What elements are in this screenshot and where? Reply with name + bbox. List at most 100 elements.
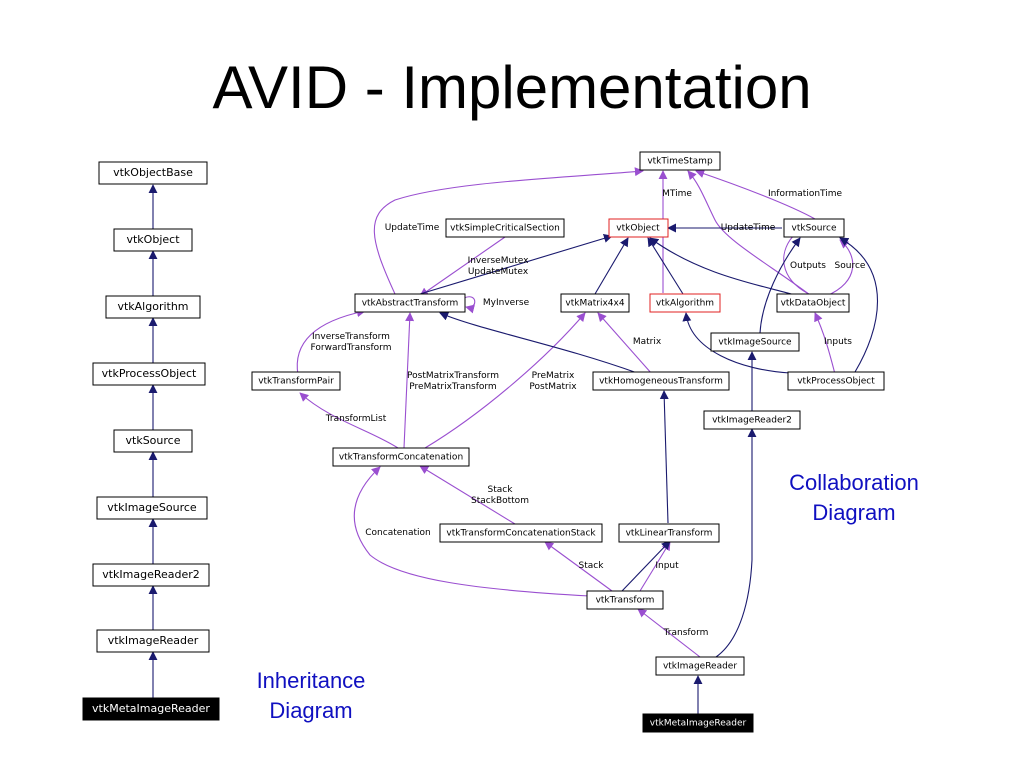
inh-node-label: vtkProcessObject — [102, 367, 197, 380]
node-label: vtkObject — [616, 224, 660, 234]
label-stack: Stack — [488, 485, 514, 495]
label-matrix: Matrix — [633, 337, 662, 347]
node-vtkDataObject: vtkDataObject — [776, 293, 850, 313]
slide-title: AVID - Implementation — [212, 54, 812, 121]
node-label: vtkSource — [792, 224, 837, 234]
collaboration-diagram: MTime InformationTime UpdateTime UpdateT… — [251, 151, 885, 733]
label-mtime: MTime — [662, 189, 692, 199]
node-vtkSource: vtkSource — [783, 218, 845, 238]
node-vtkTimeStamp: vtkTimeStamp — [639, 151, 721, 171]
label-transformlist: TransformList — [325, 414, 387, 424]
node-vtkMatrix4x4: vtkMatrix4x4 — [560, 293, 630, 313]
edge-transform-linear — [621, 540, 671, 592]
node-label: vtkTimeStamp — [647, 157, 713, 167]
inh-node-label: vtkImageReader — [108, 634, 199, 647]
edge-labels: MTime InformationTime UpdateTime UpdateT… — [311, 189, 866, 638]
edge-abstracttransform-object — [419, 234, 613, 295]
edge-concatenation — [353, 466, 591, 597]
node-vtkTransformConcatenation: vtkTransformConcatenation — [332, 447, 470, 467]
label-source: Source — [835, 261, 866, 271]
inheritance-edges-collab — [419, 223, 879, 714]
edge-processobject-algorithm — [682, 312, 791, 374]
edge-homogeneous-abstract — [439, 312, 641, 375]
inheritance-caption-line1: Inheritance — [256, 668, 366, 693]
inh-node-vtkSource: vtkSource — [113, 429, 193, 453]
node-vtkAlgorithm: vtkAlgorithm — [649, 293, 721, 313]
edge-processobject-source — [839, 237, 879, 373]
edge-transformlist — [299, 392, 399, 449]
label-myinverse: MyInverse — [483, 298, 530, 308]
inh-node-vtkAlgorithm: vtkAlgorithm — [105, 295, 201, 319]
node-label: vtkDataObject — [781, 299, 846, 309]
inheritance-caption: Inheritance Diagram — [238, 666, 384, 725]
inh-node-vtkImageReader: vtkImageReader — [96, 629, 210, 653]
label-updatetime-left: UpdateTime — [385, 223, 440, 233]
label-inversemutex: InverseMutex — [468, 256, 530, 266]
node-vtkLinearTransform: vtkLinearTransform — [618, 523, 720, 543]
node-vtkTransformConcatenationStack: vtkTransformConcatenationStack — [439, 523, 603, 543]
edge-myinverse — [463, 296, 476, 314]
label-inputs: Inputs — [824, 337, 852, 347]
node-label: vtkProcessObject — [797, 377, 875, 387]
label-postmatrix: PostMatrix — [529, 382, 577, 392]
label-stack2: Stack — [579, 561, 605, 571]
label-prematrix: PreMatrix — [532, 371, 575, 381]
edge-dataobject-object — [649, 237, 796, 296]
edge-concat-matrixtransform — [403, 312, 415, 449]
inh-node-label: vtkAlgorithm — [117, 300, 188, 313]
edge-stack2 — [544, 541, 613, 592]
inh-node-label: vtkObjectBase — [113, 166, 193, 179]
label-updatemutex: UpdateMutex — [468, 267, 529, 277]
edge-input — [639, 541, 671, 592]
node-vtkObject: vtkObject — [608, 218, 669, 238]
node-vtkMetaImageReader: vtkMetaImageReader — [642, 713, 754, 733]
node-vtkImageSource: vtkImageSource — [710, 332, 800, 352]
inh-node-vtkMetaImageReader: vtkMetaImageReader — [82, 697, 220, 721]
label-concatenation: Concatenation — [365, 528, 430, 538]
label-postmatrixtransform: PostMatrixTransform — [407, 371, 499, 381]
edge-inputs — [814, 312, 836, 375]
edge-reader-reader2 — [715, 428, 757, 658]
node-label: vtkImageReader2 — [712, 416, 792, 426]
label-input: Input — [655, 561, 679, 571]
node-vtkHomogeneousTransform: vtkHomogeneousTransform — [592, 371, 730, 391]
inh-node-vtkProcessObject: vtkProcessObject — [92, 362, 206, 386]
inh-node-vtkImageSource: vtkImageSource — [96, 496, 208, 520]
label-stackbottom: StackBottom — [471, 496, 529, 506]
node-vtkSimpleCriticalSection: vtkSimpleCriticalSection — [445, 218, 565, 238]
inh-node-vtkObject: vtkObject — [113, 228, 193, 252]
inh-node-label: vtkImageReader2 — [102, 568, 200, 581]
edge-matrix — [597, 312, 653, 375]
edge-matrix-object — [594, 237, 629, 295]
edge-abstracttransform-updatetime — [373, 167, 644, 295]
node-label: vtkTransformConcatenation — [339, 453, 463, 463]
label-informationtime: InformationTime — [768, 189, 843, 199]
label-updatetime-right: UpdateTime — [721, 223, 776, 233]
node-label: vtkMetaImageReader — [650, 719, 747, 729]
inheritance-diagram: vtkObjectBase vtkObject vtkAlgorithm vtk… — [82, 161, 220, 721]
node-label: vtkAbstractTransform — [362, 299, 459, 309]
node-label: vtkTransformPair — [258, 377, 334, 387]
collaboration-caption-line1: Collaboration — [789, 470, 919, 495]
node-label: vtkAlgorithm — [656, 299, 714, 309]
label-prematrixtransform: PreMatrixTransform — [409, 382, 496, 392]
node-vtkTransformPair: vtkTransformPair — [251, 371, 341, 391]
inh-node-vtkImageReader2: vtkImageReader2 — [92, 563, 210, 587]
edge-algorithm-object — [647, 237, 684, 295]
node-label: vtkImageReader — [663, 662, 737, 672]
node-label: vtkMatrix4x4 — [565, 299, 624, 309]
label-inversetransform: InverseTransform — [312, 332, 390, 342]
edge-concat-matrix — [424, 312, 586, 449]
collaboration-caption: Collaboration Diagram — [770, 468, 938, 527]
inh-node-vtkObjectBase: vtkObjectBase — [98, 161, 208, 185]
inh-node-label: vtkMetaImageReader — [92, 702, 210, 715]
node-label: vtkTransform — [596, 596, 655, 606]
node-label: vtkTransformConcatenationStack — [446, 529, 596, 539]
label-transform: Transform — [663, 628, 709, 638]
node-vtkImageReader2: vtkImageReader2 — [703, 410, 801, 430]
collaboration-caption-line2: Diagram — [812, 499, 896, 525]
edge-imagesource-source — [759, 237, 801, 334]
node-vtkImageReader: vtkImageReader — [655, 656, 745, 676]
node-vtkAbstractTransform: vtkAbstractTransform — [354, 293, 466, 313]
